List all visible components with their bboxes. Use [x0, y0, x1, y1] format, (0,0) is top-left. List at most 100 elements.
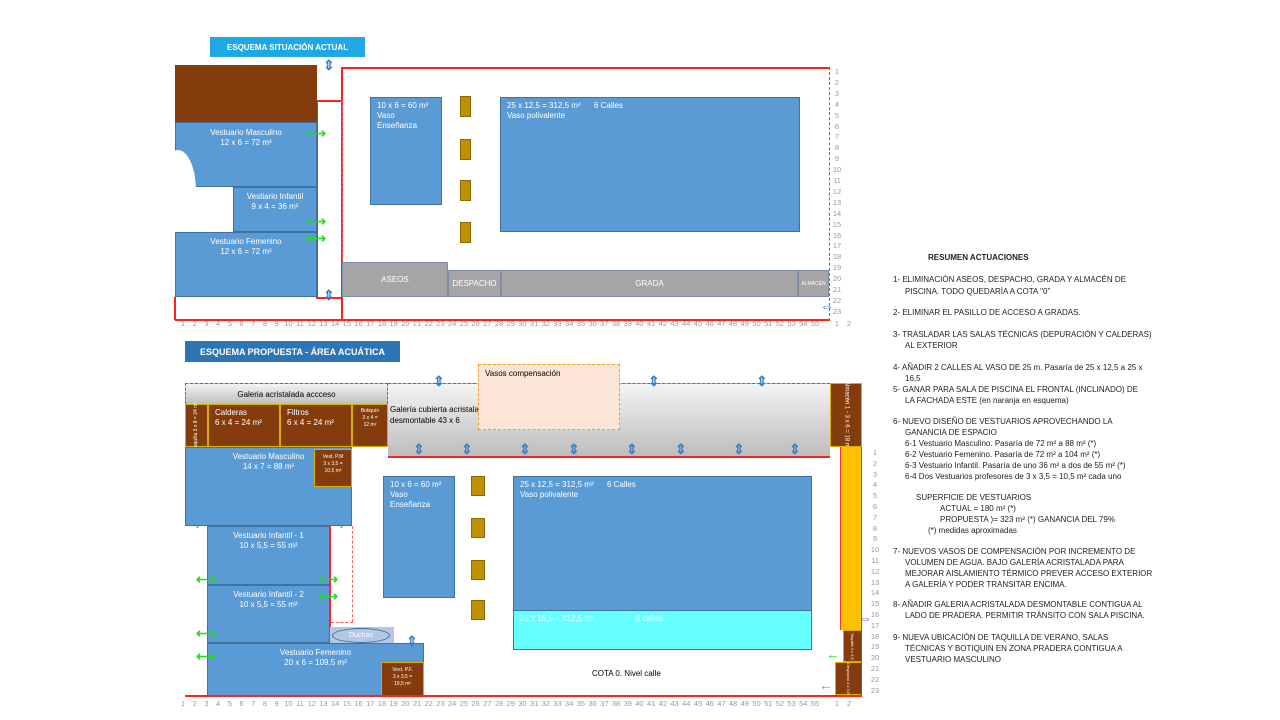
wall [174, 297, 176, 320]
label: Galería cubierta acristalada [390, 405, 488, 414]
axis-tick-label: 2 [872, 458, 878, 468]
double-arrow-icon: ⇕ [413, 441, 425, 457]
block [460, 222, 471, 243]
label: Vestuario Masculino [232, 452, 305, 461]
axis-tick-label: 11 [833, 176, 841, 185]
axis-tick-label: 4 [872, 480, 878, 490]
despacho-right: Despacho 3 x 3,5 [835, 662, 862, 695]
axis-tick-label: 51 [764, 699, 773, 708]
block [460, 139, 471, 160]
dashed-wall [342, 100, 343, 260]
label: 6 x 4 = 24 m² [215, 418, 262, 427]
label: Vestuario Femenino [210, 237, 282, 246]
label: Vestiario Infantil [246, 192, 304, 201]
axis-tick-label: 5 [227, 319, 232, 328]
label: 10,5 m² [324, 468, 342, 474]
axis-tick-label: 40 [635, 699, 644, 708]
summary-line: 6- NUEVO DISEÑO DE VESTUARIOS APROVECHAN… [893, 417, 1113, 426]
axis-tick-label: 22 [870, 674, 880, 684]
axis-tick-label: 48 [728, 319, 738, 328]
axis-tick-label: 28 [494, 319, 504, 328]
axis-tick-label: 16 [354, 699, 363, 708]
label: Vaso Enseñanza [377, 111, 418, 130]
axis-tick-label: 3 [204, 699, 209, 708]
double-arrow-icon: ⟷ [318, 588, 339, 604]
axis-tick-label: 19 [870, 642, 880, 652]
summary-line: 2- ELIMINAR EL PASILLO DE ACCESO A GRADA… [893, 308, 1081, 317]
block [460, 180, 471, 201]
double-arrow-icon: ⟷ [196, 625, 217, 641]
axis-tick-label: 47 [717, 319, 726, 328]
axis-tick-label: 26 [471, 319, 480, 328]
axis-tick-label: 10 [284, 699, 293, 708]
label: Vest. P.M [322, 454, 344, 460]
axis-tick-label: 48 [728, 699, 738, 708]
label: Vestuario Infantil - 1 [233, 531, 304, 540]
summary-line: 5- GANAR PARA SALA DE PISCINA EL FRONTAL… [893, 385, 1138, 394]
axis-tick-label: 33 [553, 699, 562, 708]
double-arrow-icon: ⇕ [406, 633, 418, 649]
axis-tick-label: 52 [775, 699, 785, 708]
block [460, 96, 471, 117]
axis-tick-label: 16 [832, 230, 842, 240]
axis-tick-label: 31 [529, 699, 539, 708]
axis-tick-label: 45 [693, 699, 703, 708]
axis-tick-label: 52 [775, 319, 785, 328]
aseos: ASEOS [342, 262, 448, 297]
double-arrow-icon: ⇕ [675, 441, 687, 457]
label: 25 x 12,5 = 312,5 m² 6 Calles [520, 480, 636, 489]
axis-tick-label: 7 [872, 512, 878, 522]
double-arrow-icon: ⟷ [196, 648, 217, 664]
double-arrow-icon: ⇕ [733, 441, 745, 457]
label: Vestuario Masculino [210, 128, 282, 137]
axis-tick-label: 13 [319, 319, 328, 328]
axis-tick-label: 42 [658, 699, 668, 708]
axis-tick-label: 11 [296, 699, 304, 708]
axis-tick-label: 6 [872, 502, 878, 511]
axis-tick-label: 55 [810, 319, 820, 328]
axis-tick-label: 2 [192, 319, 197, 328]
axis-tick-label: 33 [553, 319, 562, 328]
double-arrow-icon: ⇕ [756, 373, 768, 389]
axis-tick-label: 49 [740, 699, 749, 708]
top-title: ESQUEMA SITUACIÓN ACTUAL [210, 37, 365, 57]
label: 12 x 6 = 72 m² [220, 138, 272, 147]
axis-tick-label: 46 [705, 699, 714, 708]
axis-tick-label: 42 [658, 319, 668, 328]
almacen: Almacén 1 - 3 x 6 = 18 m² [830, 381, 862, 449]
axis-tick-label: 16 [354, 319, 363, 328]
axis-tick-label: 14 [870, 588, 880, 598]
axis-tick-label: 39 [623, 319, 632, 328]
label: 3 x 3,5 = [323, 461, 343, 467]
axis-tick-label: 1 [834, 699, 840, 708]
axis-tick-label: 15 [832, 219, 842, 229]
curve-cutout [160, 150, 196, 232]
double-arrow-icon: ⇕ [433, 373, 445, 389]
summary-line: 7- NUEVOS VASOS DE COMPENSACIÓN POR INCR… [893, 547, 1136, 556]
axis-tick-label: 20 [401, 699, 410, 708]
double-arrow-icon: ⇕ [626, 441, 638, 457]
axis-tick-label: 15 [870, 599, 880, 609]
axis-tick-label: 54 [799, 319, 808, 328]
axis-tick-label: 35 [576, 319, 586, 328]
vasos-compensacion: Vasos compensación [478, 364, 620, 430]
label: 20 x 6 = 109,5 m² [284, 658, 347, 667]
axis-tick-label: 50 [752, 319, 761, 328]
axis-tick-label: 5 [227, 699, 232, 708]
axis-tick-label: 13 [870, 577, 880, 587]
axis-tick-label: 32 [541, 699, 550, 708]
double-arrow-icon: ↕ [194, 515, 201, 531]
axis-tick-label: 17 [366, 699, 375, 708]
axis-tick-label: 34 [565, 699, 574, 708]
axis-tick-label: 2 [846, 699, 852, 708]
technical-room [175, 65, 317, 122]
axis-tick-label: 6 [239, 699, 244, 708]
despacho: DESPACHO [448, 270, 501, 297]
summary-title: RESUMEN ACTUACIONES [928, 253, 1029, 262]
axis-tick-label: 2 [834, 77, 840, 87]
dashed-wall [352, 526, 353, 622]
axis-tick-label: 13 [832, 197, 842, 207]
